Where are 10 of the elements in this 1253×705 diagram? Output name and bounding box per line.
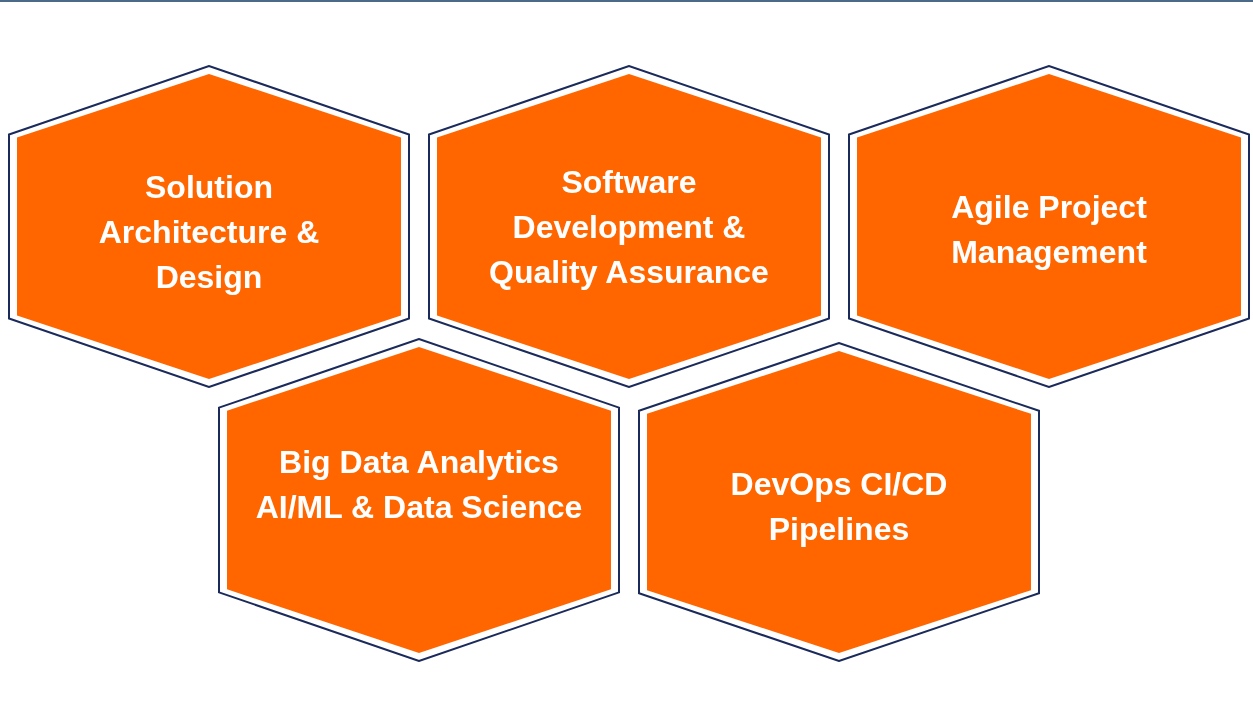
hexagon-tile xyxy=(8,65,410,388)
hexagon-tile xyxy=(848,65,1250,388)
hexagon-tile xyxy=(218,338,620,662)
tile-label: Software Development & Quality Assurance xyxy=(488,163,770,292)
hexagon-tile xyxy=(638,342,1040,662)
hexagon-tile xyxy=(428,65,830,388)
tile-label: Big Data Analytics AI/ML & Data Science xyxy=(254,443,584,527)
tile-label: DevOps CI/CD Pipelines xyxy=(729,465,949,549)
tile-label: Solution Architecture & Design xyxy=(97,168,321,297)
tile-label: Agile Project Management xyxy=(950,188,1148,272)
